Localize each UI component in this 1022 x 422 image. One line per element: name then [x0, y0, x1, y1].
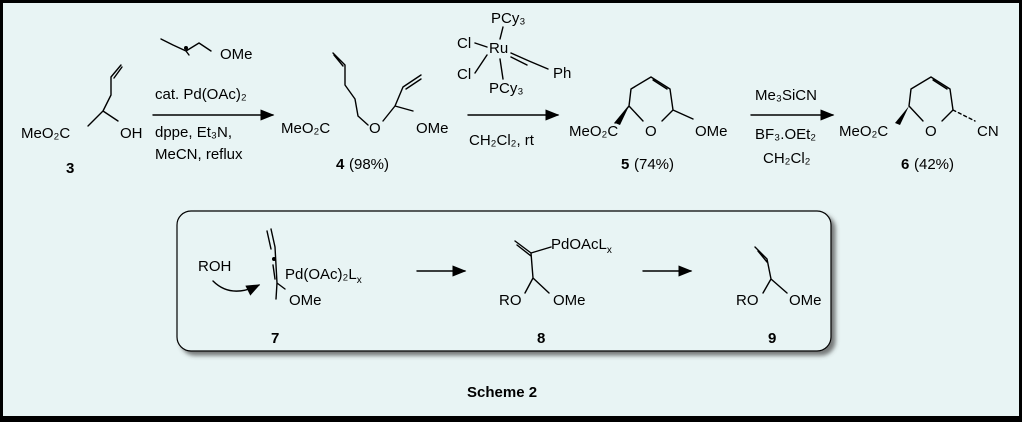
- compound-9-number: 9: [768, 330, 776, 347]
- compound-9: RO OMe 9: [736, 246, 822, 347]
- step-1-solvent: MeCN, reflux: [155, 146, 243, 163]
- grubbs-ph: Ph: [553, 65, 571, 82]
- compound-5-number: 5: [621, 156, 629, 173]
- compound-5-yield: (74%): [634, 156, 674, 173]
- compound-7-ome: OMe: [289, 292, 322, 309]
- compound-4-yield: (98%): [349, 156, 389, 173]
- compound-5-oxygen: O: [645, 123, 657, 140]
- compound-6-ester: MeO₂C: [839, 123, 888, 140]
- compound-7-roh: ROH: [198, 258, 231, 275]
- compound-3-number: 3: [66, 160, 74, 177]
- step-1: OMe cat. Pd(OAc)₂ dppe, Et₃N, MeCN, refl…: [152, 38, 275, 163]
- step-3-lewis-acid: BF₃.OEt₂: [755, 126, 816, 143]
- compound-9-ro: RO: [736, 292, 759, 309]
- compound-8: PdOAcLx RO OMe 8: [499, 236, 612, 347]
- compound-7-dot-icon: [272, 257, 276, 261]
- compound-6-bonds: [908, 76, 954, 122]
- allene-dot-icon: [184, 46, 188, 50]
- compound-6-number: 6: [901, 156, 909, 173]
- step-3-reagent: Me₃SiCN: [755, 87, 817, 104]
- grubbs-bonds: [474, 26, 549, 80]
- compound-5-wedge-icon: [615, 106, 629, 125]
- compound-6-cn: CN: [977, 123, 999, 140]
- compound-5-ester: MeO₂C: [569, 123, 618, 140]
- compound-4-oxygen: O: [369, 120, 381, 137]
- compound-6-hash-bond: [952, 109, 976, 122]
- step-3-solvent: CH₂Cl₂: [763, 150, 811, 167]
- compound-8-ome: OMe: [553, 292, 586, 309]
- compound-8-pd: PdOAcLx: [551, 236, 612, 256]
- grubbs-pcy-bottom: PCy₃: [489, 80, 523, 97]
- compound-3-bonds: [87, 64, 123, 127]
- grubbs-cl-2: Cl: [457, 66, 471, 83]
- nucleophile-curved-arrow: [212, 280, 261, 296]
- grubbs-cl-1: Cl: [457, 35, 471, 52]
- compound-6-oxygen: O: [925, 123, 937, 140]
- compound-4-number: 4: [336, 156, 345, 173]
- compound-8-ro: RO: [499, 292, 522, 309]
- scheme-diagram: MeO₂C OH 3 OMe cat. Pd(OAc)₂ dppe, Et₃N,…: [21, 10, 999, 401]
- compound-4-ester: MeO₂C: [281, 120, 330, 137]
- compound-7-number: 7: [271, 330, 279, 347]
- compound-6: MeO₂C O CN 6 (42%): [839, 76, 999, 173]
- compound-4-bonds: [332, 52, 422, 126]
- compound-4-ome: OMe: [416, 120, 449, 137]
- compound-8-bonds: [514, 240, 552, 294]
- compound-7-bonds: [266, 228, 286, 300]
- step-2: PCy₃ Cl Ru Cl PCy₃ Ph CH₂Cl₂, rt: [457, 10, 571, 149]
- step-3: Me₃SiCN BF₃.OEt₂ CH₂Cl₂: [750, 87, 835, 167]
- grubbs-pcy-top: PCy₃: [491, 10, 525, 27]
- scheme-frame: MeO₂C OH 3 OMe cat. Pd(OAc)₂ dppe, Et₃N,…: [2, 2, 1020, 417]
- scheme-caption: Scheme 2: [467, 384, 537, 401]
- step-2-conditions: CH₂Cl₂, rt: [469, 132, 535, 149]
- compound-9-bonds: [754, 246, 788, 294]
- allene-reagent-bonds: [160, 38, 212, 56]
- compound-6-wedge-icon: [895, 106, 909, 125]
- compound-6-yield: (42%): [914, 156, 954, 173]
- compound-7: ROH Pd(OAc)₂Lx OMe 7: [198, 228, 362, 347]
- mechanism-box: [176, 210, 832, 352]
- compound-3: MeO₂C OH 3: [21, 64, 143, 177]
- step-1-reagent-ome: OMe: [220, 46, 253, 63]
- compound-5-ome: OMe: [695, 123, 728, 140]
- compound-9-ome: OMe: [789, 292, 822, 309]
- compound-7-pd: Pd(OAc)₂Lx: [285, 266, 362, 286]
- compound-3-oh: OH: [120, 125, 143, 142]
- grubbs-ru: Ru: [489, 40, 508, 57]
- compound-5: MeO₂C O OMe 5 (74%): [569, 76, 728, 173]
- step-1-ligand: dppe, Et₃N,: [155, 124, 232, 141]
- compound-3-ester: MeO₂C: [21, 125, 70, 142]
- step-1-catalyst: cat. Pd(OAc)₂: [155, 86, 247, 103]
- compound-8-number: 8: [537, 330, 545, 347]
- compound-5-bonds: [614, 76, 694, 124]
- compound-4: MeO₂C O OMe 4 (98%): [281, 52, 449, 173]
